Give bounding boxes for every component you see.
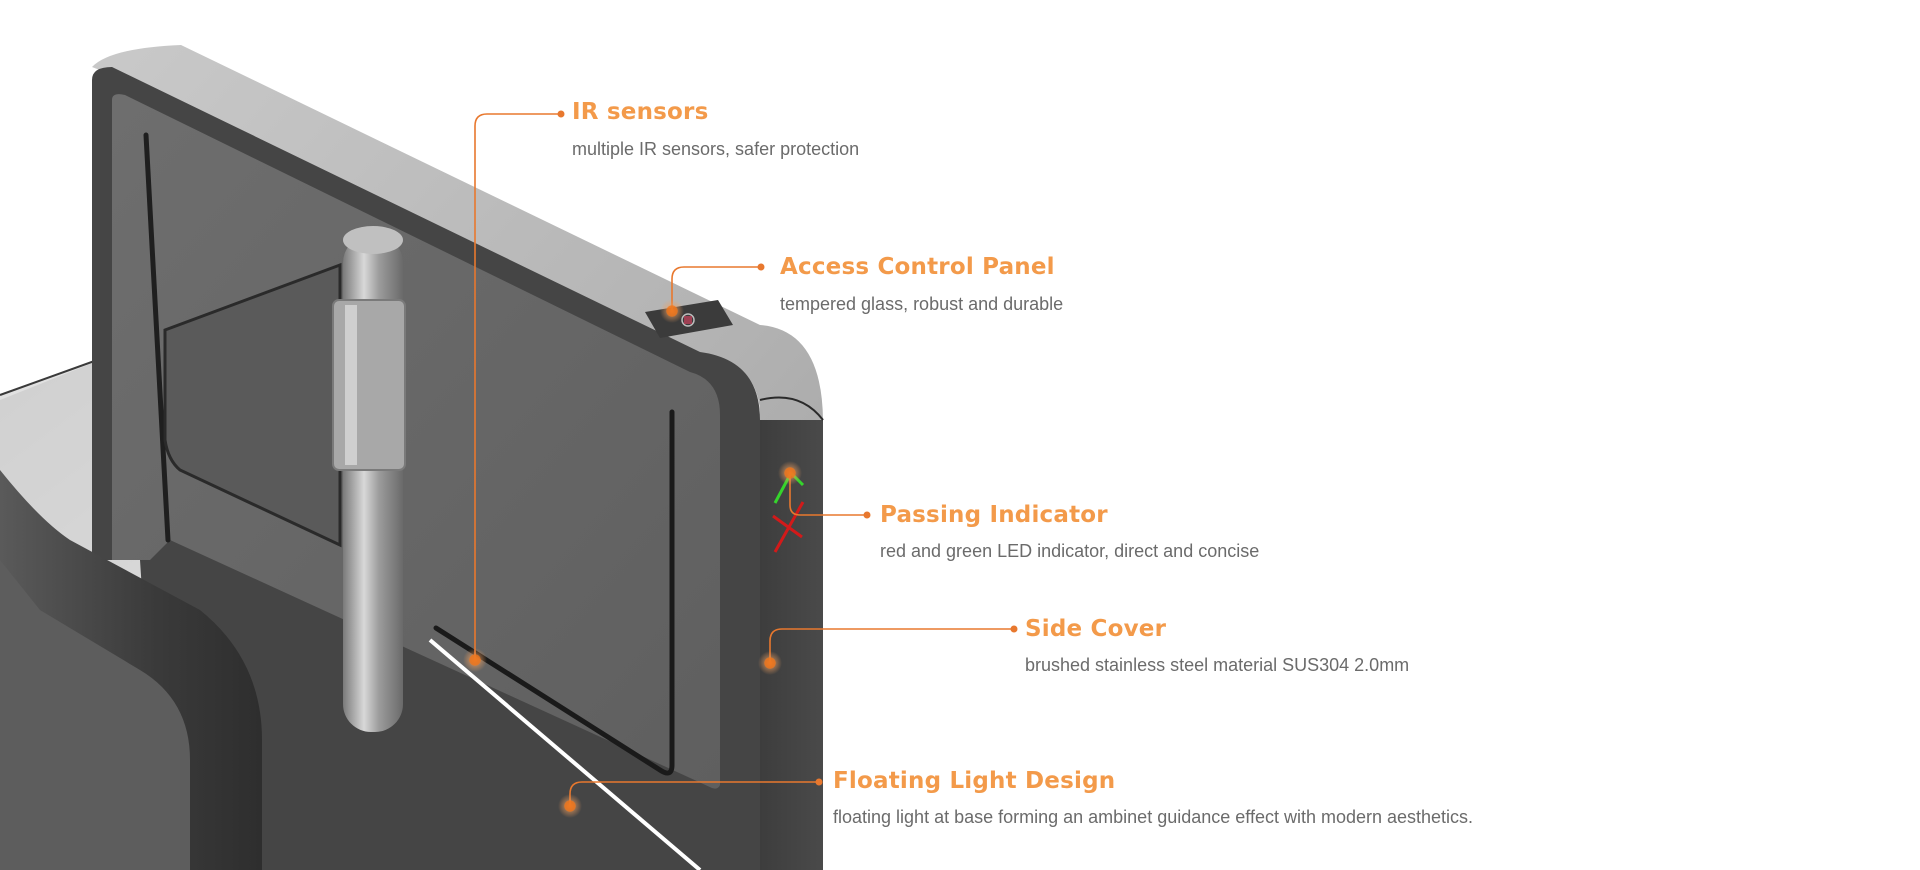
hotspot-passing-indicator [778, 461, 802, 485]
callout-description: brushed stainless steel material SUS304 … [1025, 655, 1410, 675]
callout-title: Access Control Panel [780, 254, 1055, 280]
callout-title: IR sensors [572, 99, 709, 125]
callout-title: Floating Light Design [833, 768, 1116, 794]
callout-description: tempered glass, robust and durable [780, 294, 1064, 314]
hotspot-ir-sensors [463, 648, 487, 672]
callout-description: red and green LED indicator, direct and … [880, 541, 1260, 561]
callout-description: floating light at base forming an ambine… [833, 807, 1474, 827]
callout-title: Side Cover [1025, 616, 1167, 642]
callout-description: multiple IR sensors, safer protection [572, 139, 860, 159]
hotspot-side-cover [758, 651, 782, 675]
hotspot-floating-light [558, 794, 582, 818]
callout-title: Passing Indicator [880, 502, 1108, 528]
hotspot-access-panel [660, 299, 684, 323]
